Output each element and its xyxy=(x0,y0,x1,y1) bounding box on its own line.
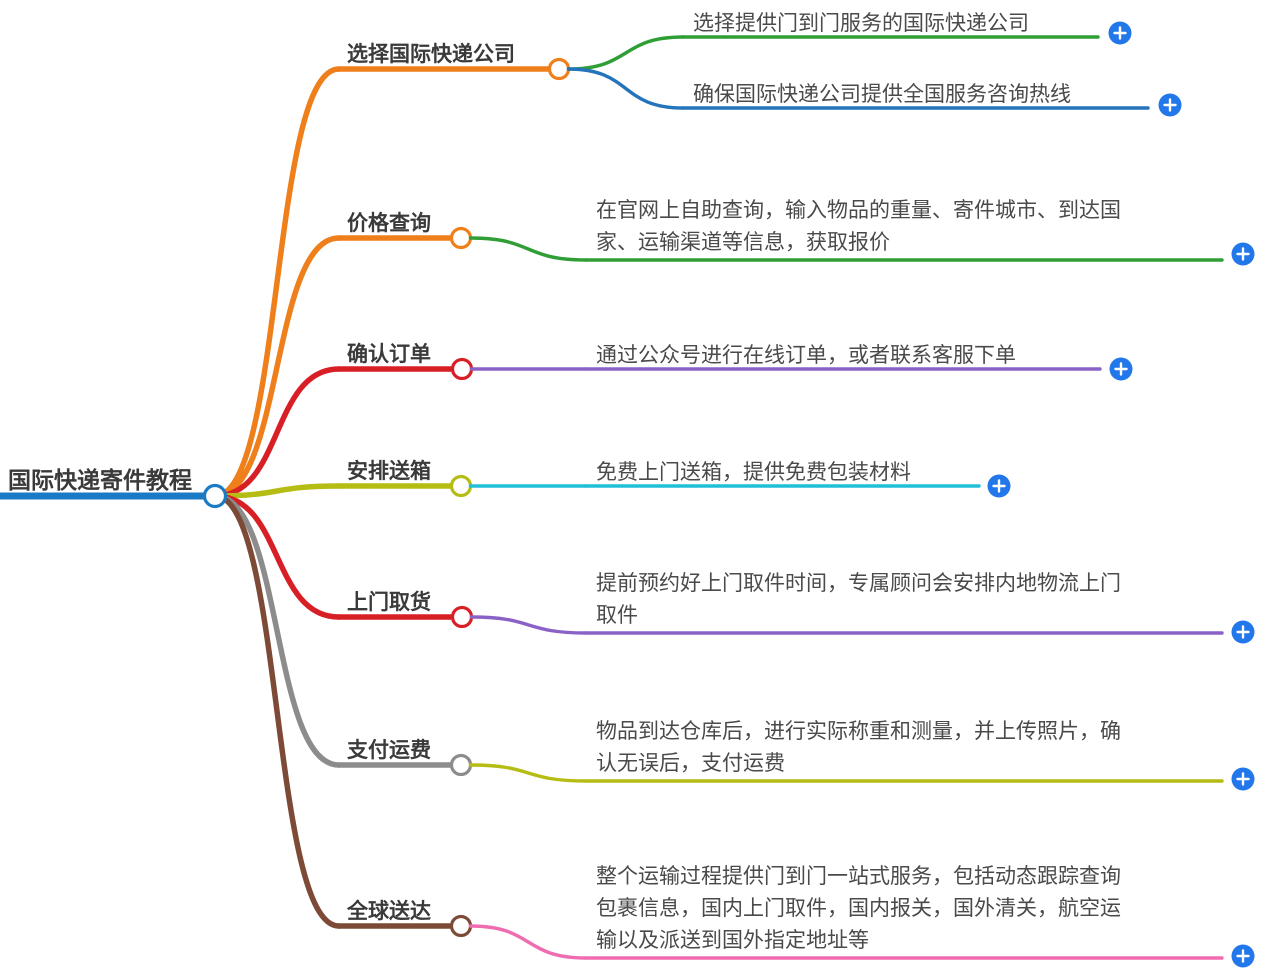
branch-7-label: 全球送达 xyxy=(346,899,431,923)
branch-1-curve xyxy=(212,66,342,499)
branch-6-label: 支付运费 xyxy=(347,739,431,762)
leaf-5-1-text-line: 取件 xyxy=(596,604,638,627)
plus-icon-glyph xyxy=(992,479,1006,493)
leaf-3-1[interactable]: 通过公众号进行在线订单，或者联系客服下单 xyxy=(469,344,1133,381)
leaf-2-1-text-line: 在官网上自助查询，输入物品的重量、寄件城市、到达国 xyxy=(596,199,1121,222)
branch-5-label: 上门取货 xyxy=(347,590,431,614)
leaf-7-1-text-line: 包裹信息，国内上门取件，国内报关，国外清关，航空运 xyxy=(596,897,1121,920)
plus-icon[interactable] xyxy=(1231,944,1255,968)
plus-icon[interactable] xyxy=(1158,93,1182,117)
leaf-1-2-curve xyxy=(566,67,685,110)
branch-5-node[interactable] xyxy=(450,605,474,629)
leaf-6-1-curve xyxy=(468,763,588,783)
branch-3-label: 确认订单 xyxy=(347,342,431,366)
branch-7[interactable]: 全球送达 整个运输过程提供门到门一站式服务，包括动态跟踪查询包裹信息，国内上门取件… xyxy=(212,493,1255,968)
plus-icon[interactable] xyxy=(987,474,1011,498)
leaf-5-1-text-line: 提前预约好上门取件时间，专属顾问会安排内地物流上门 xyxy=(596,572,1121,595)
plus-icon[interactable] xyxy=(1231,620,1255,644)
branch-6-node[interactable] xyxy=(449,753,473,777)
plus-icon[interactable] xyxy=(1108,21,1132,45)
plus-icon-glyph xyxy=(1163,98,1177,112)
plus-icon-glyph xyxy=(1236,772,1250,786)
leaf-7-1-text-line: 输以及派送到国外指定地址等 xyxy=(596,929,869,952)
leaf-4-1[interactable]: 免费上门送箱，提供免费包装材料 xyxy=(468,461,1011,498)
branch-4-node[interactable] xyxy=(449,474,473,498)
plus-icon-glyph xyxy=(1113,26,1127,40)
leaf-7-1-curve xyxy=(468,924,588,960)
branch-2[interactable]: 价格查询 在官网上自助查询，输入物品的重量、寄件城市、到达国家、运输渠道等信息，获… xyxy=(212,199,1255,499)
leaf-4-1-text-line: 免费上门送箱，提供免费包装材料 xyxy=(596,461,911,484)
branch-1[interactable]: 选择国际快递公司 选择提供门到门服务的国际快递公司确保国际快递公司提供全国服务咨询… xyxy=(212,12,1182,499)
leaf-1-2-text-line: 确保国际快递公司提供全国服务咨询热线 xyxy=(693,83,1071,106)
leaf-6-1-text-line: 物品到达仓库后，进行实际称重和测量，并上传照片，确 xyxy=(596,720,1121,743)
branch-4-curve xyxy=(212,483,342,499)
plus-icon[interactable] xyxy=(1109,357,1133,381)
root-node[interactable] xyxy=(202,483,228,509)
branch-6-curve xyxy=(212,493,342,768)
branch-3[interactable]: 确认订单 通过公众号进行在线订单，或者联系客服下单 xyxy=(212,342,1133,499)
leaf-2-1-curve xyxy=(468,236,588,262)
root-label: 国际快递寄件教程 xyxy=(8,467,192,493)
branch-2-label: 价格查询 xyxy=(347,211,431,235)
plus-icon-glyph xyxy=(1114,362,1128,376)
branch-1-node[interactable] xyxy=(547,57,571,81)
branch-2-node[interactable] xyxy=(449,226,473,250)
plus-icon[interactable] xyxy=(1231,242,1255,266)
leaf-3-1-text-line: 通过公众号进行在线订单，或者联系客服下单 xyxy=(596,344,1016,367)
branch-4-label: 安排送箱 xyxy=(347,459,431,483)
plus-icon-glyph xyxy=(1236,247,1250,261)
leaf-5-1-curve xyxy=(469,615,588,635)
leaf-1-2[interactable]: 确保国际快递公司提供全国服务咨询热线 xyxy=(566,67,1182,117)
branch-2-curve xyxy=(212,235,342,499)
plus-icon[interactable] xyxy=(1231,767,1255,791)
branch-3-curve xyxy=(212,366,342,499)
leaf-2-1-text-line: 家、运输渠道等信息，获取报价 xyxy=(596,231,890,254)
branch-5-curve xyxy=(212,493,342,620)
leaf-1-1-curve xyxy=(566,35,685,71)
plus-icon-glyph xyxy=(1236,625,1250,639)
plus-icon-glyph xyxy=(1236,949,1250,963)
leaf-1-1[interactable]: 选择提供门到门服务的国际快递公司 xyxy=(566,12,1132,71)
leaf-7-1-text-line: 整个运输过程提供门到门一站式服务，包括动态跟踪查询 xyxy=(596,865,1121,888)
branch-7-node[interactable] xyxy=(449,914,473,938)
leaf-6-1-text-line: 认无误后，支付运费 xyxy=(596,752,785,775)
branch-1-label: 选择国际快递公司 xyxy=(347,42,515,66)
leaf-1-1-text-line: 选择提供门到门服务的国际快递公司 xyxy=(693,12,1029,35)
branch-3-node[interactable] xyxy=(450,357,474,381)
branch-4[interactable]: 安排送箱 免费上门送箱，提供免费包装材料 xyxy=(212,459,1011,499)
branch-7-curve xyxy=(212,493,342,929)
leaf-7-1[interactable]: 整个运输过程提供门到门一站式服务，包括动态跟踪查询包裹信息，国内上门取件，国内报… xyxy=(468,865,1255,968)
